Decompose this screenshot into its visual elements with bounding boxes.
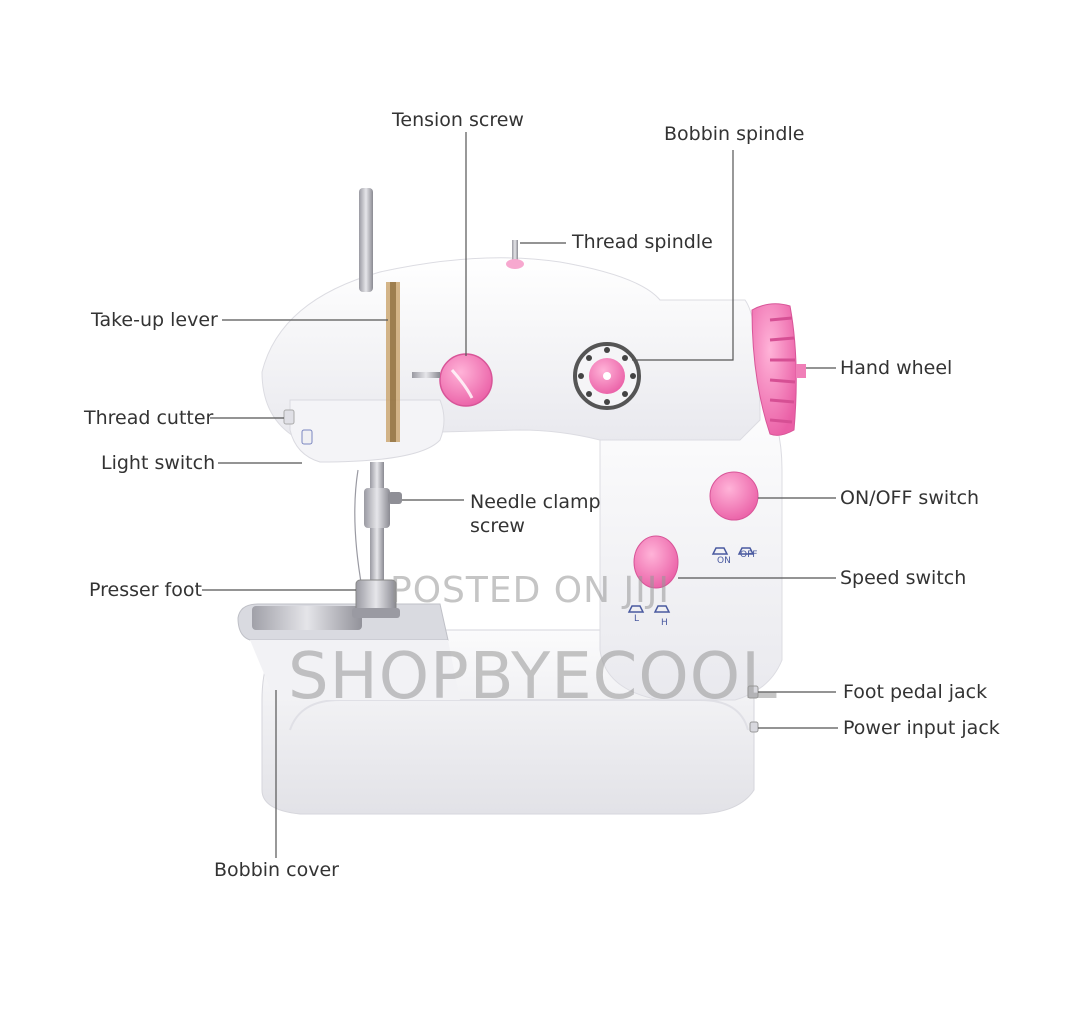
presser-foot-part [352, 579, 400, 618]
on-mark: ON [717, 556, 731, 566]
label-hand-wheel: Hand wheel [840, 357, 953, 379]
needle-assembly [354, 462, 402, 592]
tension-knob [412, 353, 493, 407]
hand-wheel-part [751, 303, 806, 436]
label-take-up-lever: Take-up lever [91, 309, 218, 331]
label-bobbin-spindle: Bobbin spindle [664, 123, 805, 145]
bobbin-spindle-part [573, 342, 641, 410]
leader-bobbin-spindle [632, 150, 734, 361]
label-needle-clamp-line1: Needle clamp [470, 491, 601, 513]
label-bobbin-cover: Bobbin cover [214, 859, 339, 881]
watermark-posted-on: POSTED ON JIJI [390, 570, 670, 611]
thread-spindle-part [506, 240, 524, 269]
label-presser-foot: Presser foot [89, 579, 202, 601]
bobbin-cover-plate [252, 606, 362, 630]
label-thread-cutter: Thread cutter [84, 407, 214, 429]
label-light-switch: Light switch [101, 452, 216, 474]
label-on-off-switch: ON/OFF switch [840, 487, 980, 509]
label-tension-screw: Tension screw [392, 109, 524, 131]
label-thread-spindle: Thread spindle [572, 231, 713, 253]
leader-lines [202, 132, 838, 858]
watermark-shop-name: SHOPBYECOOL [288, 640, 778, 714]
label-power-input-jack: Power input jack [843, 717, 1000, 739]
off-mark: OFF [740, 550, 758, 560]
jacks [747, 685, 759, 733]
side-controls [283, 409, 313, 445]
low-mark: L [634, 614, 640, 624]
high-mark: H [661, 618, 668, 628]
on-off-button [709, 471, 759, 555]
label-foot-pedal-jack: Foot pedal jack [843, 681, 988, 703]
spool-pin [359, 188, 373, 292]
label-needle-clamp-line2: screw [470, 515, 525, 537]
speed-switch-part [627, 535, 679, 613]
label-speed-switch: Speed switch [840, 567, 967, 589]
